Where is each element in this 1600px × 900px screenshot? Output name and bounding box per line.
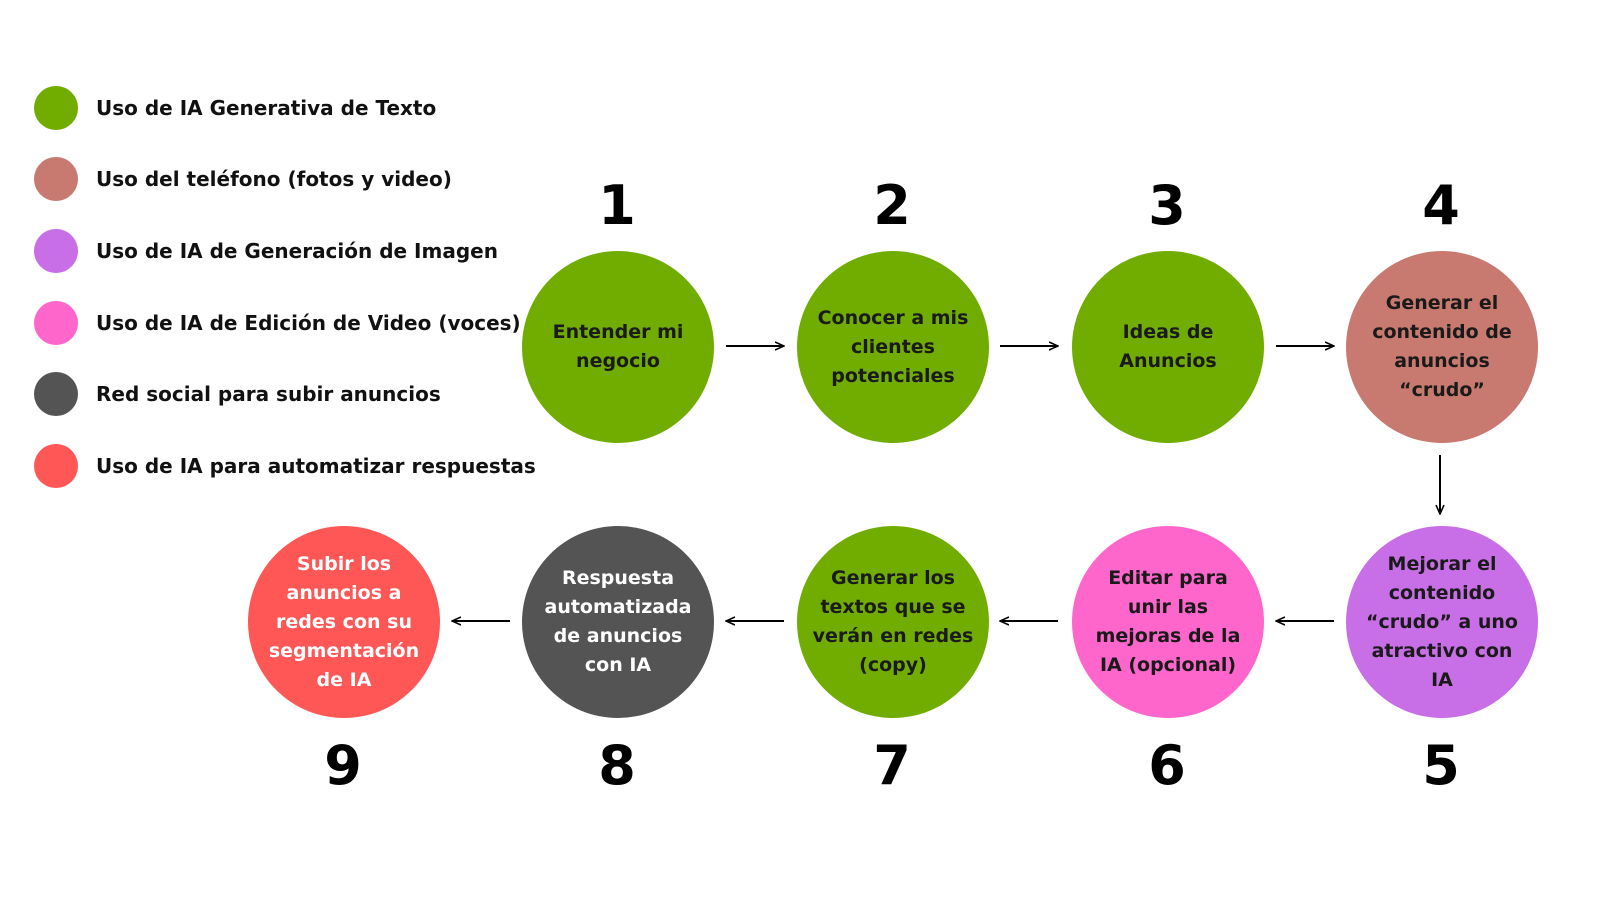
step-6-text: Editar para unir las mejoras de la IA (o… xyxy=(1095,567,1241,676)
legend-item-social-network: Red social para subir anuncios xyxy=(34,372,441,416)
step-5-circle: Mejorar el contenido “crudo” a uno atrac… xyxy=(1346,526,1538,718)
legend-swatch-social-network xyxy=(34,372,78,416)
legend-label: Uso de IA de Edición de Video (voces) xyxy=(96,311,521,335)
step-2-circle: Conocer a mis clientes potenciales xyxy=(797,251,989,443)
step-3-text: Ideas de Anuncios xyxy=(1119,321,1217,372)
legend-label: Uso del teléfono (fotos y video) xyxy=(96,167,452,191)
legend-label: Uso de IA Generativa de Texto xyxy=(96,96,437,120)
step-1-circle: Entender mi negocio xyxy=(522,251,714,443)
step-5-number: 5 xyxy=(1422,734,1460,797)
step-6-number: 6 xyxy=(1148,734,1186,797)
legend-label: Red social para subir anuncios xyxy=(96,382,441,406)
step-8-circle: Respuesta automatizada de anuncios con I… xyxy=(522,526,714,718)
step-7-circle: Generar los textos que se verán en redes… xyxy=(797,526,989,718)
step-7-text: Generar los textos que se verán en redes… xyxy=(812,567,974,676)
step-5-text: Mejorar el contenido “crudo” a uno atrac… xyxy=(1366,552,1518,691)
step-4-circle: Generar el contenido de anuncios “crudo” xyxy=(1346,251,1538,443)
step-7-number: 7 xyxy=(873,734,911,797)
step-1-number: 1 xyxy=(598,174,636,237)
step-8-number: 8 xyxy=(598,734,636,797)
legend-label: Uso de IA de Generación de Imagen xyxy=(96,239,498,263)
step-1-text: Entender mi negocio xyxy=(552,321,684,372)
legend-item-video-ai: Uso de IA de Edición de Video (voces) xyxy=(34,301,521,345)
step-9-text: Subir los anuncios a redes con su segmen… xyxy=(268,552,420,691)
step-8-text: Respuesta automatizada de anuncios con I… xyxy=(544,567,692,676)
legend-swatch-text-ai xyxy=(34,86,78,130)
legend-swatch-auto-reply-ai xyxy=(34,444,78,488)
legend-item-auto-reply-ai: Uso de IA para automatizar respuestas xyxy=(34,444,536,488)
legend-swatch-video-ai xyxy=(34,301,78,345)
legend-swatch-phone xyxy=(34,157,78,201)
step-9-circle: Subir los anuncios a redes con su segmen… xyxy=(248,526,440,718)
step-2-text: Conocer a mis clientes potenciales xyxy=(817,306,969,387)
legend-item-text-ai: Uso de IA Generativa de Texto xyxy=(34,86,436,130)
step-3-circle: Ideas de Anuncios xyxy=(1072,251,1264,443)
step-4-text: Generar el contenido de anuncios “crudo” xyxy=(1372,292,1512,401)
step-3-number: 3 xyxy=(1148,174,1186,237)
legend-label: Uso de IA para automatizar respuestas xyxy=(96,454,536,478)
legend-swatch-image-ai xyxy=(34,229,78,273)
step-6-circle: Editar para unir las mejoras de la IA (o… xyxy=(1072,526,1264,718)
step-9-number: 9 xyxy=(324,734,362,797)
step-4-number: 4 xyxy=(1422,174,1460,237)
step-2-number: 2 xyxy=(873,174,911,237)
legend-item-phone: Uso del teléfono (fotos y video) xyxy=(34,157,452,201)
legend-item-image-ai: Uso de IA de Generación de Imagen xyxy=(34,229,498,273)
